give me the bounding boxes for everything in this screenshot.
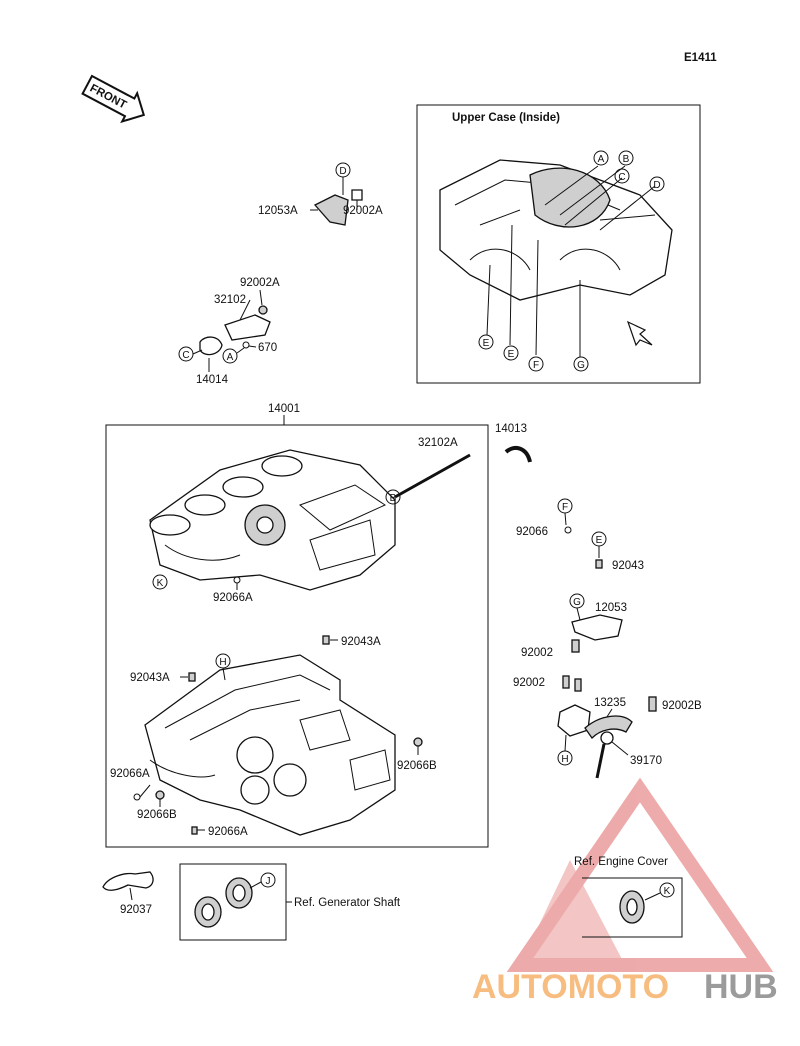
part-92043A-right: 92043A	[341, 636, 381, 648]
svg-text:F: F	[533, 360, 539, 371]
upper-case-frame	[416, 104, 701, 384]
callout-k-case: K	[157, 578, 164, 589]
page-code: E1411	[684, 52, 717, 64]
generator-seals	[194, 877, 253, 928]
part-92043A-left: 92043A	[130, 672, 170, 684]
callout-b-case: B	[390, 493, 397, 504]
shift-mechanism-13235	[557, 704, 633, 779]
part-12053A: 12053A	[258, 205, 298, 217]
callout-e-right: E	[596, 535, 603, 546]
svg-text:E: E	[508, 349, 515, 360]
upper-case-title: Upper Case (Inside)	[452, 112, 560, 124]
upper-crankcase-part	[149, 449, 396, 591]
upper-case-drawing	[439, 159, 673, 357]
callout-a-mid: A	[227, 352, 234, 363]
watermark-part2: HUB	[704, 968, 778, 1006]
part-92066A-left: 92066A	[110, 768, 150, 780]
callout-d-top: D	[339, 166, 346, 177]
part-92037: 92037	[120, 904, 152, 916]
svg-text:C: C	[618, 172, 625, 183]
callout-h-right: H	[561, 754, 568, 765]
part-92043: 92043	[612, 560, 644, 572]
part-92002-a: 92002	[521, 647, 553, 659]
part-32102A: 32102A	[418, 437, 458, 449]
callout-g-right: G	[573, 597, 581, 608]
breather-cover-part: D	[310, 162, 363, 226]
front-arrow-icon: FRONT	[81, 74, 146, 124]
callout-f-right: F	[562, 502, 568, 513]
svg-text:E: E	[483, 338, 490, 349]
part-92066A-bottom: 92066A	[208, 826, 248, 838]
part-12053: 12053	[595, 602, 627, 614]
watermark-text: AUTOMOTO HUB	[472, 968, 778, 1006]
dowel-14013	[504, 445, 532, 463]
stud-32102A	[394, 453, 473, 500]
engine-cover-outline	[582, 877, 683, 938]
baffle-plate-12053	[571, 614, 623, 641]
part-92066B-left: 92066B	[137, 809, 177, 821]
oil-bracket-part: C A	[178, 289, 271, 372]
part-14014: 14014	[196, 374, 229, 386]
lower-crankcase-part	[144, 654, 396, 836]
part-92066A-upper: 92066A	[213, 592, 253, 604]
watermark-part1: AUTOMOTO	[472, 968, 669, 1006]
part-92002-b: 92002	[513, 677, 545, 689]
callout-h-case: H	[219, 657, 226, 668]
callout-c-mid: C	[182, 350, 189, 361]
engine-cover-ref: Ref. Engine Cover	[574, 856, 668, 868]
part-39170: 39170	[630, 755, 662, 767]
part-92066B-right: 92066B	[397, 760, 437, 772]
hose-clip-92037	[102, 871, 154, 901]
part-14013: 14013	[495, 423, 527, 435]
upper-case-callouts: A B C D E E F G	[478, 150, 665, 372]
engine-cover-seal	[619, 890, 645, 924]
generator-shaft-ref: Ref. Generator Shaft	[294, 897, 401, 909]
watermark-logo	[506, 777, 774, 972]
svg-text:B: B	[623, 154, 630, 165]
part-13235: 13235	[594, 697, 626, 709]
part-14001: 14001	[268, 403, 300, 415]
part-92002A-top: 92002A	[343, 205, 383, 217]
svg-text:G: G	[577, 360, 585, 371]
part-92002B: 92002B	[662, 700, 702, 712]
svg-text:D: D	[653, 180, 660, 191]
part-92066: 92066	[516, 526, 548, 538]
svg-text:A: A	[598, 154, 605, 165]
part-32102: 32102	[214, 294, 246, 306]
callout-j-gen: J	[266, 876, 271, 887]
crankcase-set-frame	[105, 424, 489, 848]
callout-k-cover: K	[664, 886, 671, 897]
part-92002A-mid: 92002A	[240, 277, 280, 289]
part-670: 670	[258, 342, 277, 354]
